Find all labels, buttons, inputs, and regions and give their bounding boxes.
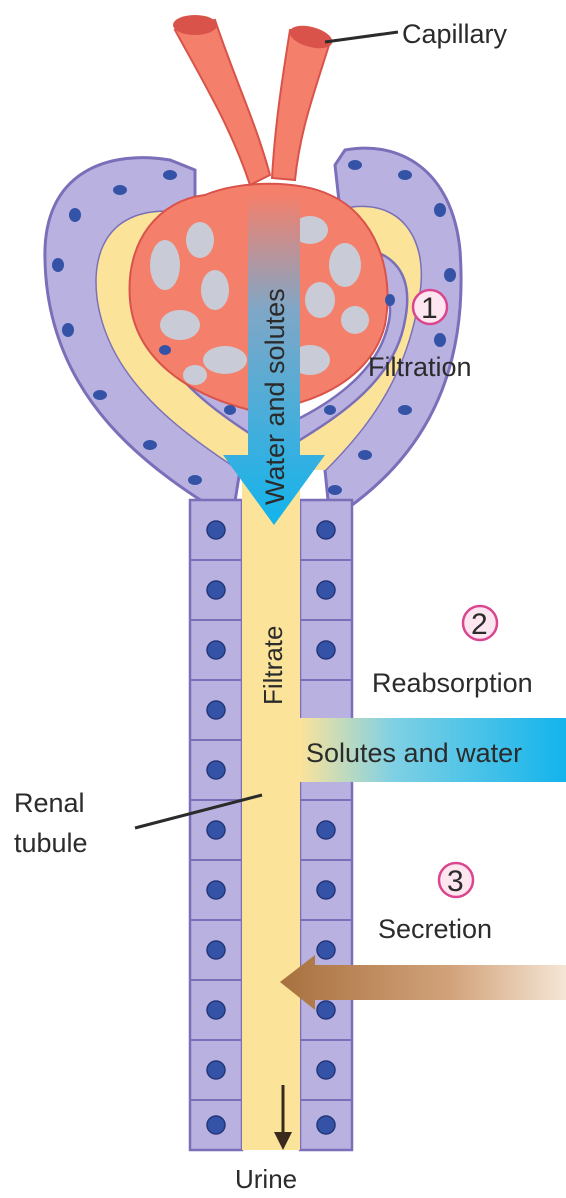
capillary-label: Capillary xyxy=(402,19,508,49)
water-solutes-label: Water and solutes xyxy=(260,288,290,505)
urine-label: Urine xyxy=(235,1164,297,1194)
solutes-water-label: Solutes and water xyxy=(306,738,522,768)
step-1-number: 1 xyxy=(421,292,438,325)
secretion-label: Secretion xyxy=(378,914,492,944)
step-3-number: 3 xyxy=(447,865,464,898)
tubule-lumen xyxy=(242,470,300,1150)
filtrate-label: Filtrate xyxy=(258,626,288,705)
capillary-afferent xyxy=(175,20,270,185)
renal-label-line2: tubule xyxy=(14,828,88,858)
capillary-opening-left xyxy=(173,15,217,35)
filtration-label: Filtration xyxy=(368,352,472,382)
reabsorption-label: Reabsorption xyxy=(372,668,533,698)
step-2-number: 2 xyxy=(471,608,488,641)
renal-label-line1: Renal xyxy=(14,788,85,818)
capillary-leader xyxy=(325,32,398,42)
capillary-efferent xyxy=(272,30,330,180)
